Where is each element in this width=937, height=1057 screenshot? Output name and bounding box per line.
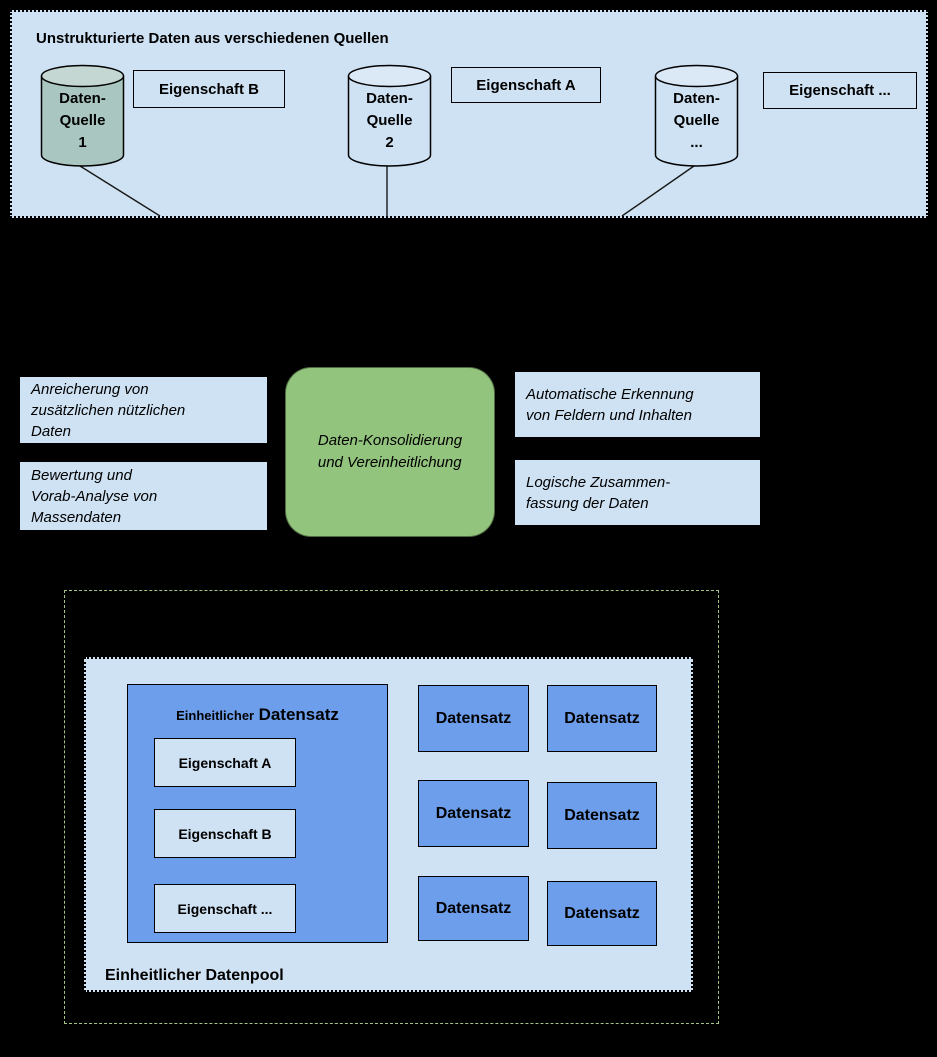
record-box: Datensatz [418, 685, 529, 752]
record-box: Datensatz [418, 780, 529, 847]
unstructured-sources-section: Unstrukturierte Daten aus verschiedenen … [10, 10, 928, 218]
connector-lines [79, 165, 695, 216]
property-box: Eigenschaft ... [763, 72, 917, 109]
data-source-label: Daten- Quelle 1 [59, 90, 106, 151]
record-box: Datensatz [418, 876, 529, 941]
record-box: Datensatz [547, 782, 657, 849]
datapool-label: Einheitlicher Datenpool [105, 967, 284, 984]
record-box: Datensatz [547, 685, 657, 752]
note-enrichment: Anreicherung von zusätzlichen nützlichen… [20, 377, 267, 443]
database-cylinder-icon: Daten- Quelle 1 [40, 64, 125, 168]
record-box: Datensatz [547, 881, 657, 946]
consolidation-process-box: Daten-Konsolidierung und Vereinheitlichu… [285, 367, 495, 537]
database-cylinder-icon: Daten- Quelle 2 [347, 64, 432, 168]
unified-record-box: Einheitlicher Datensatz Eigenschaft A Ei… [127, 684, 388, 943]
note-evaluation: Bewertung und Vorab-Analyse von Massenda… [20, 462, 267, 530]
property-box: Eigenschaft B [133, 70, 285, 108]
section-title: Unstrukturierte Daten aus verschiedenen … [36, 30, 389, 47]
data-source-label: Daten- Quelle ... [673, 90, 720, 151]
note-auto-detection: Automatische Erkennung von Feldern und I… [515, 372, 760, 437]
database-cylinder-icon: Daten- Quelle ... [654, 64, 739, 168]
unified-record-title: Einheitlicher Datensatz [128, 705, 387, 725]
unified-record-title-prefix: Einheitlicher [176, 708, 255, 723]
property-box: Eigenschaft A [451, 67, 601, 103]
unified-record-title-main: Datensatz [258, 705, 339, 724]
datenpool-dashed-frame [64, 590, 719, 1024]
field-box: Eigenschaft A [154, 738, 296, 787]
field-box: Eigenschaft B [154, 809, 296, 858]
note-logical-summary: Logische Zusammen- fassung der Daten [515, 460, 760, 525]
field-box: Eigenschaft ... [154, 884, 296, 933]
unified-datapool-panel: Einheitlicher Datensatz Eigenschaft A Ei… [84, 657, 693, 992]
data-source-label: Daten- Quelle 2 [366, 90, 413, 151]
